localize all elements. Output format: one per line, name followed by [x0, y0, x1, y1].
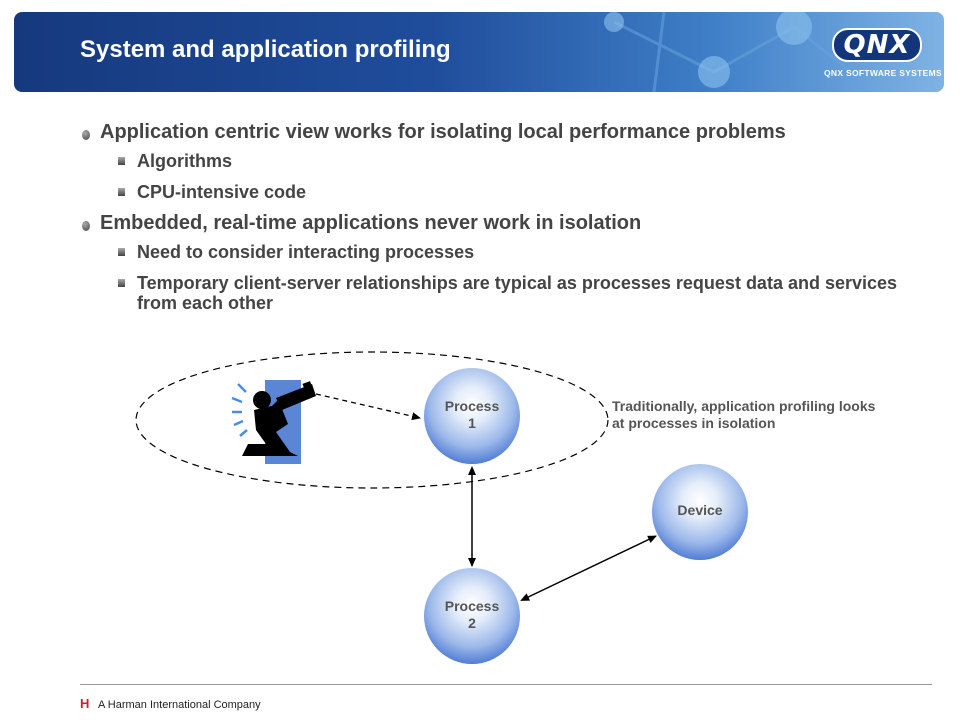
person-with-telescope-icon — [231, 380, 316, 464]
bullet-item: Application centric view works for isola… — [80, 122, 900, 143]
sub-bullet-icon — [118, 248, 125, 256]
process-2-node: Process 2 — [424, 568, 520, 664]
bullet-item: Embedded, real-time applications never w… — [80, 213, 900, 234]
banner-network-decoration — [604, 12, 865, 92]
process-1-label: Process — [444, 398, 500, 414]
process-2-label: Process — [444, 598, 500, 614]
process-1-number: 1 — [468, 415, 476, 431]
sub-bullet-icon — [118, 157, 125, 165]
sub-bullet-text: Algorithms — [137, 151, 233, 171]
sub-bullet-icon — [118, 188, 125, 196]
sub-bullet-item: Algorithms — [117, 151, 900, 171]
qnx-logo: QNX QNX SOFTWARE SYSTEMS — [824, 26, 942, 82]
device-node: Device — [652, 464, 748, 560]
sub-bullet-text: Temporary client-server relationships ar… — [137, 273, 898, 313]
sub-bullet-text: Need to consider interacting processes — [137, 242, 475, 262]
qnx-logo-mark: QNX — [831, 28, 923, 62]
isolation-boundary-ellipse — [135, 351, 609, 489]
bullet-icon — [82, 221, 90, 231]
sub-bullet-item: Temporary client-server relationships ar… — [117, 273, 900, 313]
sub-bullet-text: CPU-intensive code — [137, 182, 307, 202]
process2-device-arrow — [520, 535, 657, 601]
bullet-text: Embedded, real-time applications never w… — [100, 212, 642, 234]
observer-arrow — [315, 393, 421, 421]
bullet-text: Application centric view works for isola… — [100, 121, 786, 143]
process-2-number: 2 — [468, 615, 476, 631]
qnx-logo-subtitle: QNX SOFTWARE SYSTEMS — [824, 68, 942, 78]
footer-divider — [80, 684, 932, 685]
footer-company-text: A Harman International Company — [98, 699, 261, 711]
harman-logo-icon: H — [80, 696, 90, 711]
isolation-annotation: Traditionally, application profiling loo… — [612, 398, 876, 431]
sub-bullet-item: Need to consider interacting processes — [117, 242, 900, 262]
sub-bullet-icon — [118, 279, 125, 287]
bullet-list: Application centric view works for isola… — [80, 122, 900, 324]
header-banner: System and application profiling QNX QNX… — [14, 12, 944, 92]
device-label: Device — [677, 502, 723, 518]
process-1-node: Process 1 — [424, 368, 520, 464]
sub-bullet-item: CPU-intensive code — [117, 182, 900, 202]
bullet-icon — [82, 130, 90, 140]
slide-title: System and application profiling — [80, 36, 451, 63]
